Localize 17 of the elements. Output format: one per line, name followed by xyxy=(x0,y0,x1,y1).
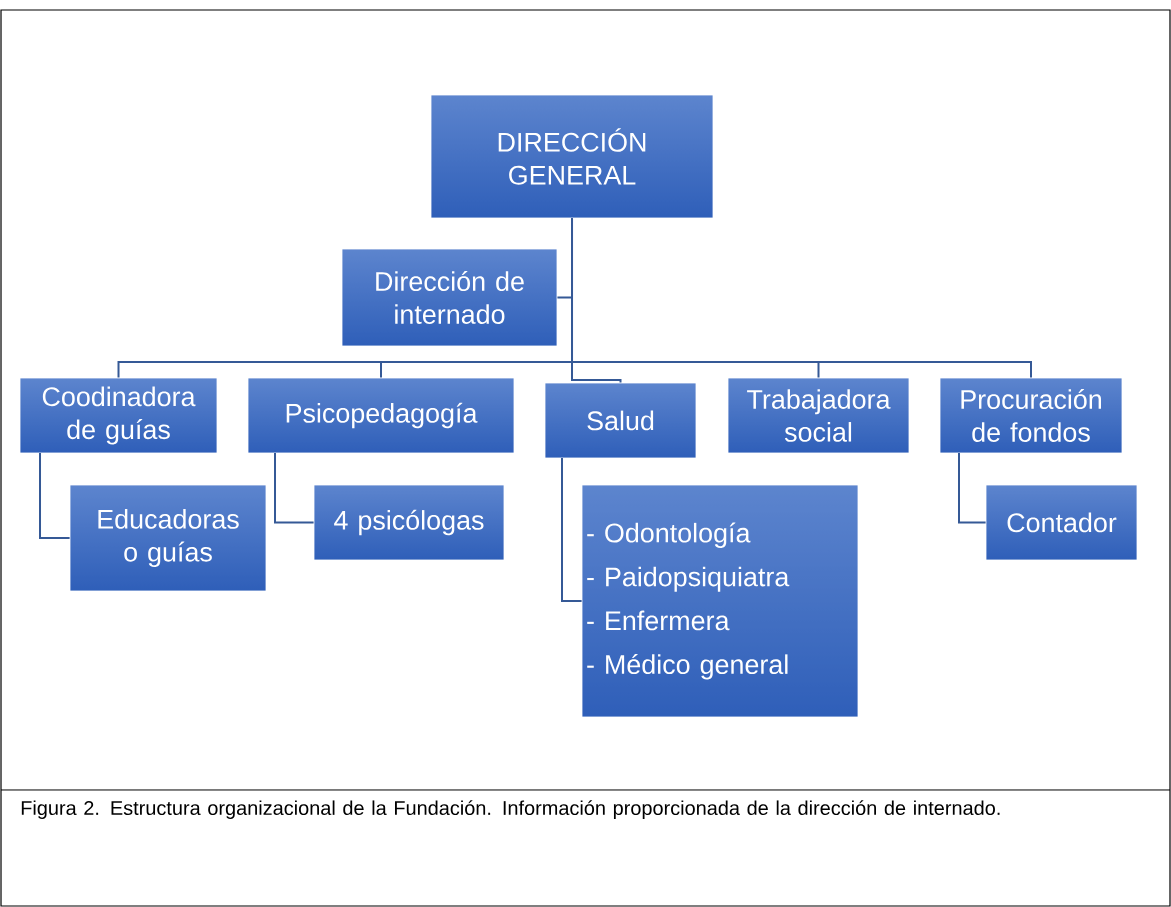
org-box: Procuración de fondos xyxy=(939,377,1123,454)
org-box: Coodinadora de guías xyxy=(19,377,218,454)
org-box: 4 psicólogas xyxy=(313,484,505,561)
org-box: Educadoras o guías xyxy=(69,484,267,592)
org-box: Dirección de internado xyxy=(341,248,558,347)
connector-line xyxy=(274,452,315,524)
org-box: Contador xyxy=(985,484,1138,561)
connector-line xyxy=(561,457,583,602)
org-box: Trabajadora social xyxy=(727,377,910,454)
connector-line xyxy=(571,217,1032,379)
connector-line xyxy=(39,452,71,539)
connector-line xyxy=(958,452,987,524)
caption: Figura 2. Estructura organizacional de la Fundación. Información proporcionada de la dirección de internado. xyxy=(21,800,1000,819)
org-box: Salud xyxy=(544,382,697,459)
org-box: DIRECCIÓN GENERAL xyxy=(430,94,714,219)
org-box: Psicopedagogía xyxy=(247,377,515,454)
list-box: - Odontología - Paidopsiquiatra - Enfermera - Médico general xyxy=(581,484,859,718)
